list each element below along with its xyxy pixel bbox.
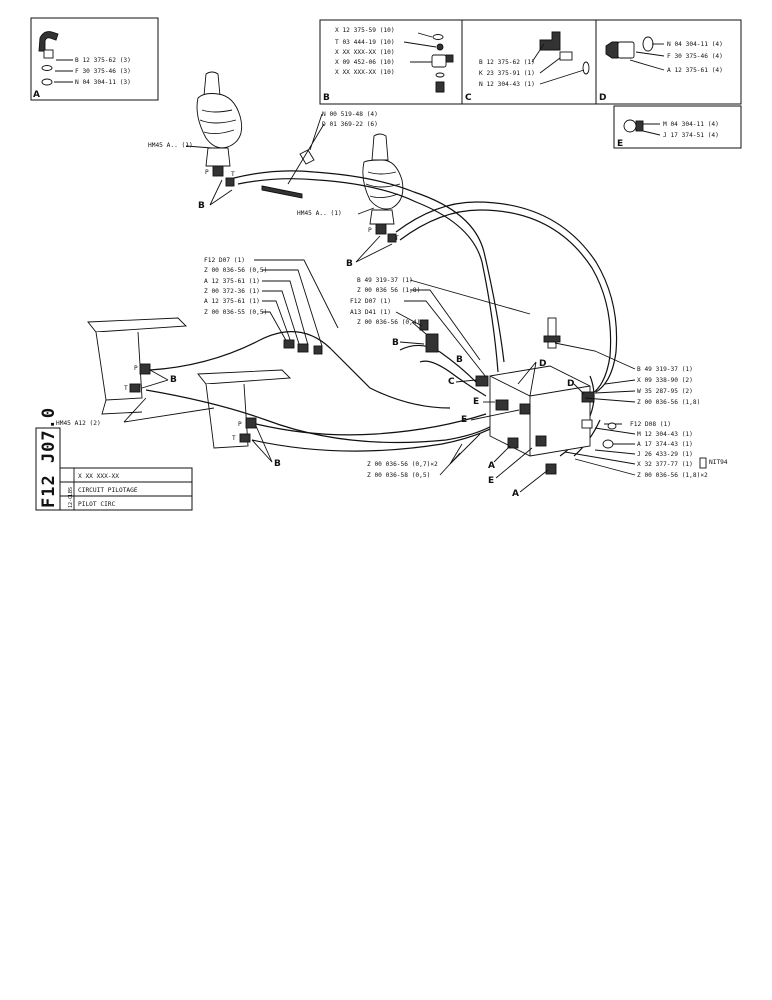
left-callout-6: Z 00 036-55 (0,5) [204,309,267,316]
center-b-label-2: B [456,355,463,365]
box-b-letter: B [323,93,330,103]
box-c-item-3: N 12 304-43 (1) [479,81,535,88]
pedal2-p-port: P [238,421,242,428]
center-e-label-2: E [461,415,467,425]
hm45-middle-callout: HM45 A.. (1) [297,210,342,217]
middle-b-label: B [346,259,353,269]
detail-box-d: N 04 304-11 (4) F 30 375-46 (4) A 12 375… [595,19,742,105]
left-callout-group: F12 D07 (1) Z 00 036-56 (0,5) A 12 375-6… [204,257,339,355]
right-lower-callout-2: M 12 304-43 (1) [637,431,693,438]
box-e-item-1: M 04 304-11 (4) [663,121,719,128]
upper-b-label: B [198,201,205,211]
right-callout-group: B 49 319-37 (1) X 09 338-90 (2) W 35 287… [554,342,700,406]
box-c-item-1: B 12 375-62 (1) [479,59,535,66]
right-callout-4: Z 00 036-56 (1,8) [637,399,700,406]
right-lower-callout-group: F12 D08 (1) M 12 304-43 (1) A 17 374-43 … [564,421,728,479]
title-code: X XX XXX-XX [78,473,119,480]
center-a-label-1: A [488,461,495,471]
title-block: F12 J07.0 12-CLBS X XX XXX-XX CIRCUIT PI… [35,407,193,511]
left-callout-1: F12 D07 (1) [204,257,245,264]
center-a-label-2: A [512,489,519,499]
right-lower-callout-3: A 17 374-43 (1) [637,441,693,448]
center-c-label: C [448,377,455,387]
joystick-upper: P T B [196,71,243,211]
box-a-item-3: N 04 304-11 (3) [75,79,131,86]
valve-block [419,317,595,475]
box-c-letter: C [465,93,472,103]
left-callout-5: A 12 375-61 (1) [204,298,260,305]
box-b-item-1: X 12 375-59 (10) [335,27,395,34]
right-lower-callout-4: J 26 433-29 (1) [637,451,693,458]
center-b-label-1: B [392,338,399,348]
left-callout-3: A 12 375-61 (1) [204,278,260,285]
title-french: CIRCUIT PILOTAGE [78,487,138,494]
box-a-item-1: B 12 375-62 (3) [75,57,131,64]
detail-box-c: B 12 375-62 (1) K 23 375-91 (1) N 12 304… [461,19,597,105]
sheet-reference: F12 J07.0 [39,407,59,508]
bottom-callout-1: Z 00 036-56 (0,7)×2 [367,461,438,468]
center-callout-3: F12 D07 (1) [350,298,391,305]
middle-p-port: P [368,227,372,234]
pedal1-p-port: P [134,365,138,372]
detail-box-a: B 12 375-62 (3) F 30 375-46 (3) N 04 304… [30,17,159,101]
bottom-callout-2: Z 00 036-58 (0,5) [367,472,430,479]
box-b-item-5: X XX XXX-XX (10) [335,69,395,76]
right-callout-3: W 35 287-95 (2) [637,388,693,395]
center-d-label-2: D [567,379,574,389]
detail-box-e: M 04 304-11 (4) J 17 374-51 (4) E [613,105,742,149]
cable-strap [261,149,315,199]
center-callout-5: Z 00 036-56 (0,4) [357,319,420,326]
pedal1-t-port: T [124,385,128,392]
center-callout-4: A13 D41 (1) [350,309,391,316]
middle-t-port: T [395,235,399,242]
box-e-letter: E [617,139,623,149]
center-e-label-1: E [473,397,479,407]
right-lower-callout-6: Z 00 036-56 (1,8)×2 [637,472,708,479]
center-callout-2: Z 00 036 56 (1,8) [357,287,420,294]
hm45-lower-callout: HM45 A12 (2) [56,420,101,427]
center-d-label-1: D [539,359,546,369]
box-d-item-2: F 30 375-46 (4) [667,53,723,60]
upper-p-port: P [205,169,209,176]
pedal-assembly-left: P T P T B B [87,317,292,469]
pedal2-t-port: T [232,435,236,442]
left-callout-2: Z 00 036-56 (0,5) [204,267,267,274]
box-d-letter: D [599,93,606,103]
box-a-letter: A [33,90,40,100]
center-e-label-3: E [488,476,494,486]
nit94-ref: NIT94 [709,459,728,466]
right-lower-callout-5: X 32 377-77 (1) [637,461,693,468]
box-b-item-4: X 09 452-06 (10) [335,59,395,66]
box-e-item-2: J 17 374-51 (4) [663,132,719,139]
right-callout-1: B 49 319-37 (1) [637,366,693,373]
d01369-callout: D 01 369-22 (6) [322,121,378,128]
box-d-item-3: A 12 375-61 (4) [667,67,723,74]
box-a-item-2: F 30 375-46 (3) [75,68,131,75]
left-callout-4: Z 00 372-36 (1) [204,288,260,295]
pedal2-b-label: B [274,459,281,469]
box-c-item-2: K 23 375-91 (1) [479,70,535,77]
detail-box-b: X 12 375-59 (10) T 03 444-19 (10) X XX X… [319,19,463,105]
center-callout-group: B 49 319-37 (1) Z 00 036 56 (1,8) F12 D0… [350,277,531,378]
n00519-callout: N 00 519-48 (4) [322,111,378,118]
joystick-middle: P T B [346,133,404,269]
hm45-upper-callout: HM45 A.. (1) [148,142,193,149]
box-b-item-2: T 03 444-19 (10) [335,39,395,46]
title-english: PILOT CIRC [78,501,116,508]
pilot-circuit-diagram: B 12 375-62 (3) F 30 375-46 (3) N 04 304… [30,17,742,511]
box-d-item-1: N 04 304-11 (4) [667,41,723,48]
revision-label: 12-CLBS [68,487,74,508]
box-b-item-3: X XX XXX-XX (10) [335,49,395,56]
right-lower-callout-1: F12 D08 (1) [630,421,671,428]
center-callout-1: B 49 319-37 (1) [357,277,413,284]
right-callout-2: X 09 338-90 (2) [637,377,693,384]
pedal1-b-label: B [170,375,177,385]
upper-t-port: T [231,171,235,178]
